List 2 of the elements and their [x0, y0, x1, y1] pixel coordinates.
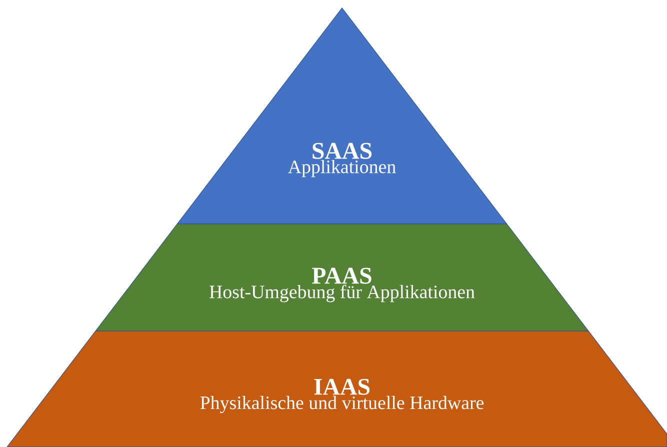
- pyramid-layer: PAAS Host-Umgebung für Applikationen: [95, 224, 590, 332]
- pyramid-layer: SAAS Applikationen: [176, 8, 508, 224]
